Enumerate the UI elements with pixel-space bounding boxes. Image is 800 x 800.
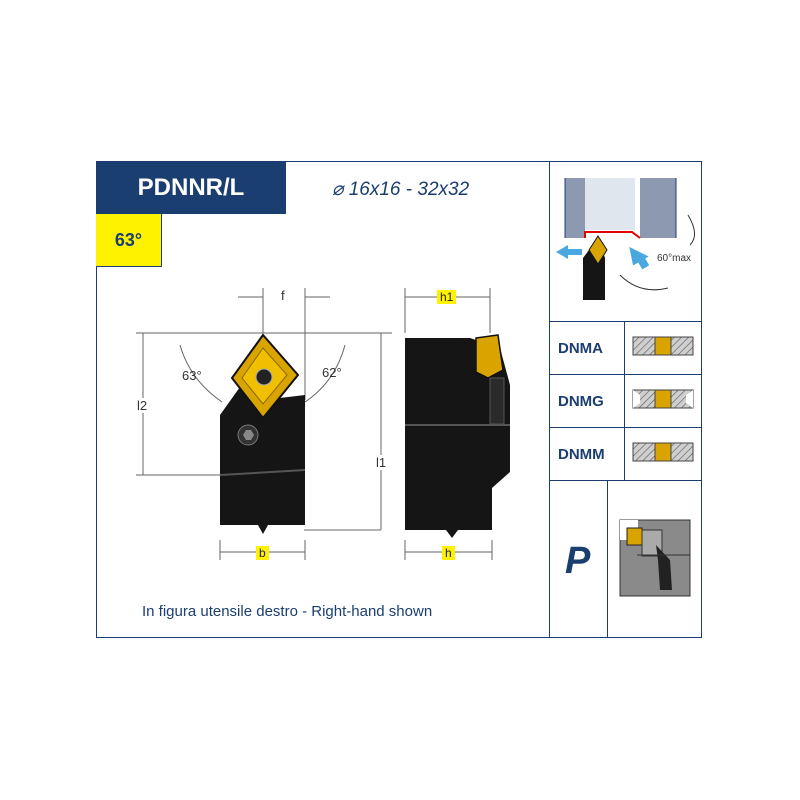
divider-insert-3 [549, 480, 702, 481]
dim-b-label: b [256, 546, 269, 560]
dim-l2-label: l2 [137, 398, 148, 413]
dim-h-label: h [442, 546, 455, 560]
dim-angle-right-label: 62° [322, 365, 342, 380]
dim-angle-left-label: 63° [182, 368, 202, 383]
dim-h1-label: h1 [437, 290, 457, 304]
divider-main-vertical [549, 161, 550, 638]
figure-caption: In figura utensile destro - Right-hand s… [142, 603, 433, 620]
insert-code-dnma: DNMA [558, 340, 603, 357]
clamping-system-label: P [565, 540, 591, 582]
insert-code-dnmm: DNMM [558, 446, 605, 463]
shank-size-range: ⌀ 16x16 - 32x32 [332, 178, 469, 201]
divider-clamp-column [607, 480, 608, 638]
insert-code-dnmg: DNMG [558, 393, 604, 410]
divider-right-top [549, 321, 702, 322]
divider-insert-2 [549, 427, 702, 428]
dim-l1-label: l1 [376, 455, 387, 470]
max-angle-label: 60°max [657, 253, 692, 264]
approach-angle-badge: 63° [96, 214, 162, 267]
size-range-text: 16x16 - 32x32 [348, 179, 470, 200]
diameter-symbol-icon: ⌀ [332, 179, 344, 200]
product-code: PDNNR/L [96, 161, 286, 214]
divider-insert-1 [549, 374, 702, 375]
dim-f-label: f [281, 288, 285, 303]
divider-insert-column [624, 321, 625, 480]
